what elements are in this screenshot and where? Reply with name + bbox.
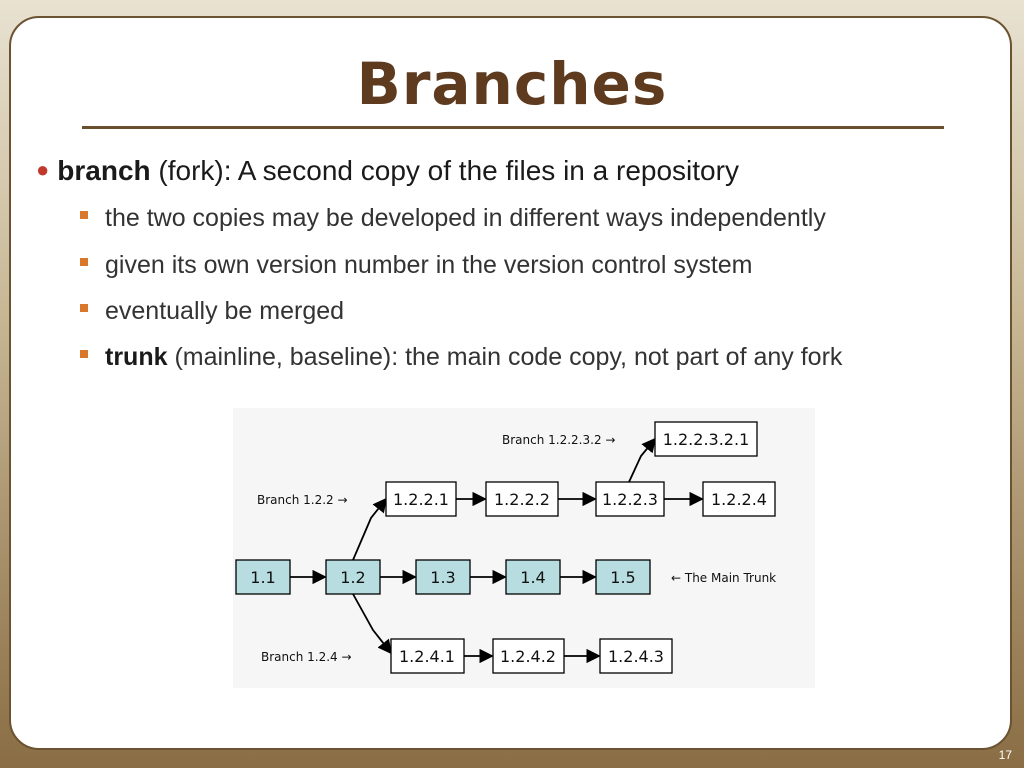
label-branch-12232: Branch 1.2.2.3.2 →	[502, 433, 615, 447]
svg-text:1.5: 1.5	[610, 568, 635, 587]
node-1-2-2-3-2-1: 1.2.2.3.2.1	[654, 421, 758, 457]
svg-text:1.2.4.2: 1.2.4.2	[500, 647, 556, 666]
svg-text:1.2.2.3: 1.2.2.3	[602, 490, 658, 509]
svg-text:1.2.4.1: 1.2.4.1	[399, 647, 455, 666]
bullet-text: (fork): A second copy of the files in a …	[150, 155, 739, 186]
node-1-2-4-2: 1.2.4.2	[492, 638, 565, 674]
svg-text:1.3: 1.3	[430, 568, 455, 587]
svg-text:1.4: 1.4	[520, 568, 545, 587]
edge-12-b1	[352, 497, 388, 561]
label-branch-122: Branch 1.2.2 →	[257, 493, 348, 507]
node-1-3: 1.3	[415, 559, 471, 595]
node-1-5: 1.5	[595, 559, 651, 595]
bullet-term: branch	[57, 155, 151, 186]
title-divider	[82, 126, 944, 129]
sub-bullet-text: (mainline, baseline): the main code copy…	[167, 343, 843, 371]
page-number: 17	[998, 748, 1012, 762]
node-1-2: 1.2	[325, 559, 381, 595]
sub-bullet-text: given its own version number in the vers…	[105, 251, 753, 279]
edge-b3-d1	[628, 437, 657, 483]
label-main-trunk: ← The Main Trunk	[671, 571, 776, 585]
svg-text:1.1: 1.1	[250, 568, 275, 587]
node-1-2-4-3: 1.2.4.3	[599, 638, 673, 674]
svg-text:1.2.4.3: 1.2.4.3	[608, 647, 664, 666]
sub-bullet-text: eventually be merged	[105, 297, 345, 325]
slide-title: Branches	[356, 50, 668, 118]
bullet-dot-icon: ●	[36, 157, 50, 182]
bullet-branch: ● branch (fork): A second copy of the fil…	[36, 155, 739, 187]
branch-124-nodes: 1.2.4.1 1.2.4.2 1.2.4.3	[390, 638, 673, 674]
sub-bullet-3: eventually be merged	[80, 297, 344, 326]
sub-bullet-1: the two copies may be developed in diffe…	[80, 204, 826, 233]
square-bullet-icon	[80, 258, 88, 266]
svg-text:1.2.2.2: 1.2.2.2	[494, 490, 550, 509]
sub-bullet-2: given its own version number in the vers…	[80, 251, 753, 280]
square-bullet-icon	[80, 304, 88, 312]
node-1-2-2-1: 1.2.2.1	[385, 481, 457, 517]
version-tree-diagram: 1.1 1.2 1.3 1.4 1.5 1.2.2.1	[233, 408, 815, 688]
svg-text:1.2.2.1: 1.2.2.1	[393, 490, 449, 509]
square-bullet-icon	[80, 350, 88, 358]
square-bullet-icon	[80, 211, 88, 219]
sub-bullet-4: trunk (mainline, baseline): the main cod…	[80, 343, 842, 372]
svg-text:1.2.2.4: 1.2.2.4	[711, 490, 767, 509]
node-1-2-2-4: 1.2.2.4	[702, 481, 776, 517]
branch-122-nodes: 1.2.2.1 1.2.2.2 1.2.2.3 1.2.2.4 1.2.2.3.…	[385, 421, 776, 517]
node-1-2-2-3: 1.2.2.3	[595, 481, 665, 517]
edges	[290, 437, 704, 664]
version-tree-svg: 1.1 1.2 1.3 1.4 1.5 1.2.2.1	[235, 421, 776, 674]
sub-bullet-bold: trunk	[105, 343, 168, 371]
edge-12-c1	[352, 593, 393, 655]
node-1-4: 1.4	[505, 559, 561, 595]
svg-text:1.2.2.3.2.1: 1.2.2.3.2.1	[663, 430, 750, 449]
sub-bullet-text: the two copies may be developed in diffe…	[105, 204, 826, 232]
node-1-1: 1.1	[235, 559, 291, 595]
node-1-2-2-2: 1.2.2.2	[485, 481, 559, 517]
trunk-nodes: 1.1 1.2 1.3 1.4 1.5	[235, 559, 651, 595]
svg-text:1.2: 1.2	[340, 568, 365, 587]
node-1-2-4-1: 1.2.4.1	[390, 638, 465, 674]
label-branch-124: Branch 1.2.4 →	[261, 650, 352, 664]
